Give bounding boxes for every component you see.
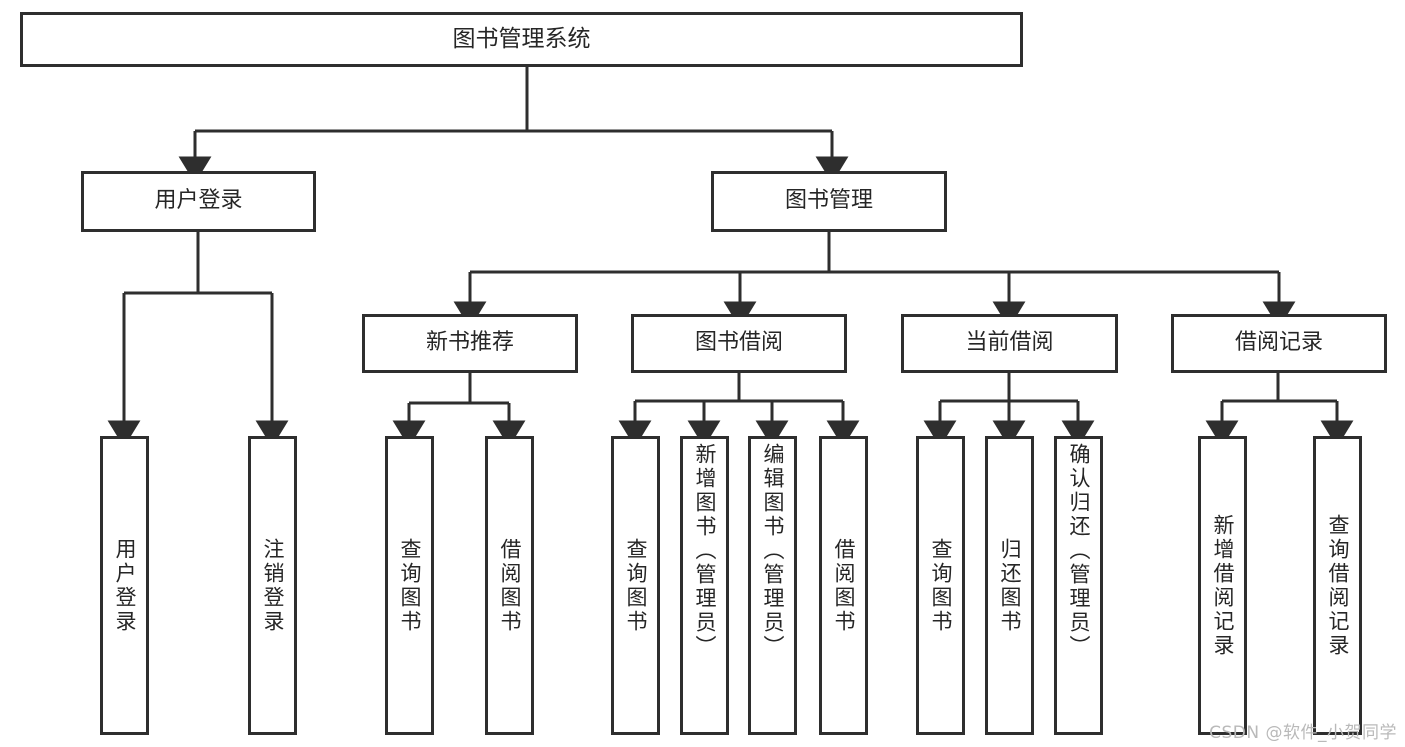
leaf-edit-book-admin[interactable]: 编辑图书（管理员） (748, 436, 797, 735)
leaf-query-book-current[interactable]: 查询图书 (916, 436, 965, 735)
node-new-book-recommend[interactable]: 新书推荐 (362, 314, 578, 373)
node-label: 图书管理系统 (452, 25, 591, 52)
leaf-label: 查询图书 (398, 537, 422, 634)
leaf-label: 编辑图书（管理员） (761, 443, 785, 659)
node-root-system[interactable]: 图书管理系统 (20, 12, 1023, 67)
leaf-borrow-book[interactable]: 借阅图书 (819, 436, 868, 735)
leaf-label: 确认归还（管理员） (1067, 443, 1091, 659)
node-book-borrow[interactable]: 图书借阅 (631, 314, 847, 373)
node-label: 当前借阅 (965, 330, 1054, 356)
node-label: 用户登录 (154, 188, 243, 214)
leaf-label: 借阅图书 (498, 537, 522, 634)
leaf-add-book-admin[interactable]: 新增图书（管理员） (680, 436, 729, 735)
node-borrow-record[interactable]: 借阅记录 (1171, 314, 1387, 373)
leaf-borrow-book-recommend[interactable]: 借阅图书 (485, 436, 534, 735)
leaf-user-login[interactable]: 用户登录 (100, 436, 149, 735)
leaf-query-book-recommend[interactable]: 查询图书 (385, 436, 434, 735)
leaf-label: 新增借阅记录 (1211, 513, 1235, 658)
node-label: 图书管理 (784, 188, 873, 214)
node-book-management[interactable]: 图书管理 (711, 171, 947, 232)
leaf-return-book[interactable]: 归还图书 (985, 436, 1034, 735)
leaf-confirm-return-admin[interactable]: 确认归还（管理员） (1054, 436, 1103, 735)
leaf-label: 用户登录 (113, 537, 137, 634)
node-current-borrow[interactable]: 当前借阅 (901, 314, 1118, 373)
leaf-label: 注销登录 (261, 537, 285, 634)
node-label: 图书借阅 (694, 330, 783, 356)
leaf-label: 查询图书 (624, 537, 648, 634)
csdn-watermark: CSDN @软件_小贺同学 (1209, 723, 1397, 743)
leaf-label: 查询借阅记录 (1326, 513, 1350, 658)
leaf-label: 借阅图书 (832, 537, 856, 634)
leaf-logout[interactable]: 注销登录 (248, 436, 297, 735)
node-label: 借阅记录 (1234, 330, 1323, 356)
leaf-query-book-borrow[interactable]: 查询图书 (611, 436, 660, 735)
leaf-add-borrow-record[interactable]: 新增借阅记录 (1198, 436, 1247, 735)
leaf-query-borrow-record[interactable]: 查询借阅记录 (1313, 436, 1362, 735)
leaf-label: 新增图书（管理员） (693, 443, 717, 659)
leaf-label: 查询图书 (929, 537, 953, 634)
node-user-login[interactable]: 用户登录 (81, 171, 316, 232)
node-label: 新书推荐 (425, 330, 514, 356)
leaf-label: 归还图书 (998, 537, 1022, 634)
